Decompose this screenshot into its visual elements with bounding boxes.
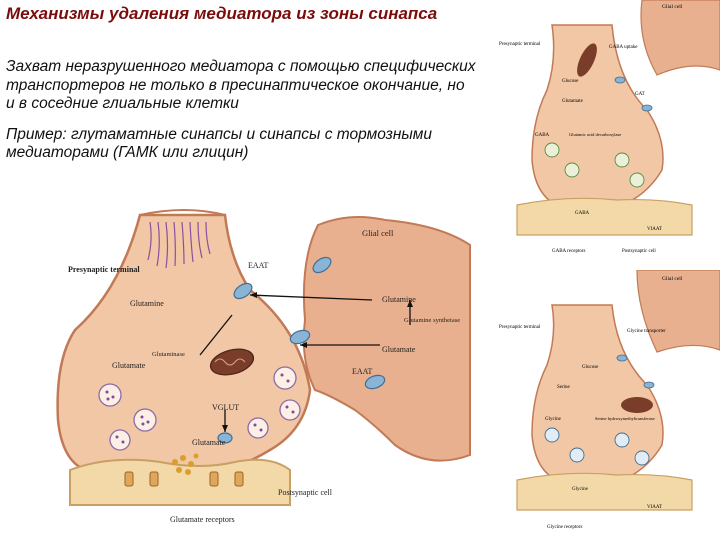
glycine-label-glucose: Glucose [582,365,599,370]
gaba-glial-cell [640,0,720,76]
label-glutamate-glia: Glutamate [382,345,416,354]
presynaptic-top-cap [139,209,226,216]
glycine-mitochondrion [621,397,653,413]
glycine-label-viaat: VIAAT [647,505,662,510]
label-glial-cell: Glial cell [362,228,394,238]
glycine-label-receptors: Glycine receptors [547,525,582,530]
label-eaat-top: EAAT [248,261,269,270]
glycine-synapse-figure: Glial cell Presynaptic terminal Glucose … [497,270,720,540]
label-glutaminase: Glutaminase [152,351,185,358]
glycine-transporters [616,354,655,389]
gaba-label-glucose: Glucose [562,79,579,84]
cleft-glutamate-cluster [172,453,199,475]
gaba-vesicles [544,142,645,188]
gaba-label-gat: GAT [635,92,645,97]
gaba-mitochondrion [577,43,597,77]
glycine-label-shmt: Serine hydroxymethyltransferase [595,416,655,421]
gaba-label-postsynaptic: Postsynaptic cell [622,249,656,254]
label-vglut: VGLUT [212,403,239,412]
mitochondrion [209,348,255,376]
slide-title: Механизмы удаления медиатора из зоны син… [6,4,438,23]
gaba-label-receptors: GABA receptors [552,249,586,254]
gaba-postsynaptic-body [516,197,693,236]
synaptic-vesicles [98,366,301,451]
arrow-heads [222,292,413,432]
gaba-label-cleft: GABA [575,211,590,216]
gaba-label-presynaptic: Presynaptic terminal [499,42,541,47]
glycine-label-cleft: Glycine [572,487,589,492]
vesicle-contents [105,373,295,444]
glycine-label-glycine: Glycine [545,417,562,422]
glycine-label-presynaptic: Presynaptic terminal [499,325,541,330]
glycine-label-serine: Serine [557,385,571,390]
label-glutamine-synthetase: Glutamine synthetase [404,317,460,324]
gaba-label-gad: Glutamic acid decarboxylase [569,132,621,137]
glutamate-receptors-row [124,471,244,487]
glycine-label-transporter: Glycine transporter [627,329,666,334]
gaba-label-uptake: GABA uptake [609,45,638,50]
cytoskeleton-filaments [147,221,211,269]
gaba-transporters [614,76,653,112]
paragraph-reuptake: Захват неразрушенного медиатора с помощь… [6,58,476,112]
gaba-label-glial: Glial cell [662,4,683,10]
glycine-label-glial: Glial cell [662,276,683,282]
label-postsynaptic-cell: Postsynaptic cell [278,488,333,497]
label-glutamine-presynaptic: Glutamine [130,299,164,308]
glycine-postsynaptic-body [516,472,693,511]
gaba-label-gaba: GABA [535,133,550,138]
glial-cell-body [302,216,471,462]
label-glutamate-cleft: Glutamate [192,438,226,447]
label-presynaptic-terminal: Presynaptic terminal [68,265,140,274]
gaba-label-glutamate: Glutamate [562,99,584,104]
label-eaat-bottom: EAAT [352,367,373,376]
label-glutamate-presynaptic: Glutamate [112,361,146,370]
label-glutamine-glia: Glutamine [382,295,416,304]
paragraph-example: Пример: глутаматные синапсы и синапсы с … [6,125,433,162]
gaba-synapse-figure: Glial cell Presynaptic terminal GABA upt… [497,0,720,268]
label-glutamate-receptors: Glutamate receptors [170,515,235,524]
slide-body: Захват неразрушенного медиатора с помощь… [6,58,476,175]
glycine-glial-cell [636,270,720,353]
eaat-transporters [217,256,386,444]
glycine-vesicles [544,427,650,466]
gaba-label-viaat: VIAAT [647,227,662,232]
postsynaptic-cell-body [69,458,291,506]
